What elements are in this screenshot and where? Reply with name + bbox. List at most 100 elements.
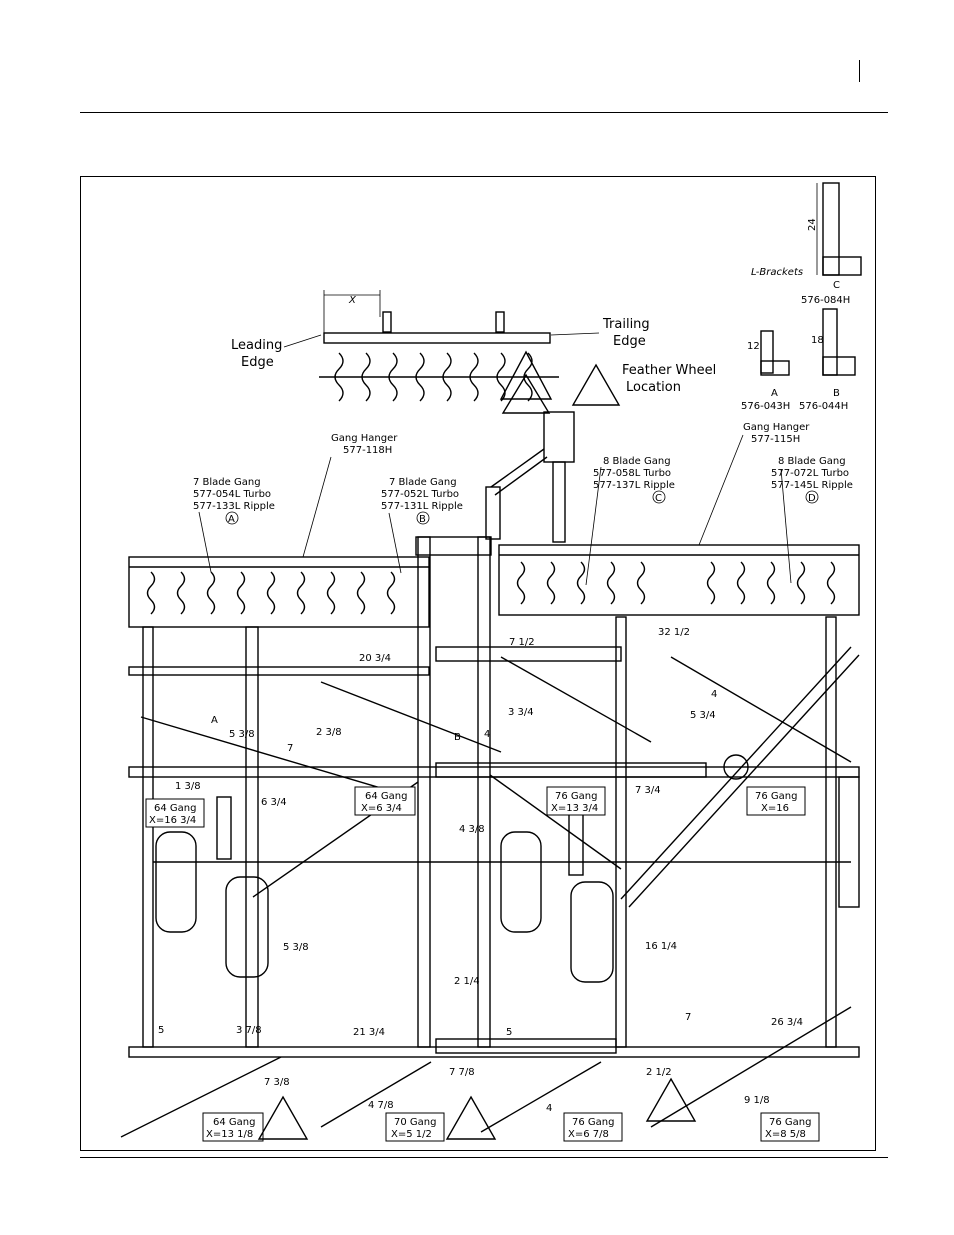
leading-edge-label-2: Edge xyxy=(241,355,274,370)
gang-d-label-2: 577-072L Turbo xyxy=(771,468,849,479)
svg-text:76 Gang: 76 Gang xyxy=(769,1117,811,1128)
gang-box-1: 64 Gang X=16 3/4 xyxy=(145,798,205,828)
dim-5: 5 3/4 xyxy=(690,710,716,721)
implement-diagram: X Leading Edge Trailing Edge Feather Whe… xyxy=(120,182,862,1142)
dim-1: 20 3/4 xyxy=(359,653,391,664)
gang-hanger-2-label: Gang Hanger xyxy=(743,422,810,433)
dim-22: 7 xyxy=(685,1012,691,1023)
dim-24: 7 3/8 xyxy=(264,1077,290,1088)
trailing-edge-label-2: Edge xyxy=(613,334,646,349)
dim-15: 5 3/8 xyxy=(283,942,309,953)
gang-b-label-1: 7 Blade Gang xyxy=(389,477,457,488)
letter-a: A xyxy=(211,715,218,726)
dim-7: 2 3/8 xyxy=(316,727,342,738)
svg-text:X=8 5/8: X=8 5/8 xyxy=(765,1129,806,1140)
gang-box-6: 70 Gang X=5 1/2 xyxy=(385,1112,445,1142)
gang-a-label-3: 577-133L Ripple xyxy=(193,501,275,512)
gang-c-label-2: 577-058L Turbo xyxy=(593,468,671,479)
svg-text:70 Gang: 70 Gang xyxy=(394,1117,436,1128)
gang-b-label-2: 577-052L Turbo xyxy=(381,489,459,500)
header-tick xyxy=(859,60,860,82)
bracket-a-dim: 12 xyxy=(747,341,760,352)
dim-21: 5 xyxy=(506,1027,512,1038)
feather-wheel-label-2: Location xyxy=(626,380,681,395)
gang-b-label-3: 577-131L Ripple xyxy=(381,501,463,512)
svg-text:64 Gang: 64 Gang xyxy=(213,1117,255,1128)
gang-a-label-2: 577-054L Turbo xyxy=(193,489,271,500)
gang-box-5: 64 Gang X=13 1/8 xyxy=(202,1112,264,1142)
diagram-frame: X Leading Edge Trailing Edge Feather Whe… xyxy=(80,176,876,1151)
dim-25: 2 1/2 xyxy=(646,1067,672,1078)
bracket-b-part: 576-044H xyxy=(799,401,848,412)
gang-box-8: 76 Gang X=8 5/8 xyxy=(760,1112,820,1142)
bracket-b-dim: 18 xyxy=(811,335,824,346)
svg-text:64 Gang: 64 Gang xyxy=(154,803,196,814)
gang-c-letter: C xyxy=(655,493,662,504)
feather-wheel-marker xyxy=(499,350,553,400)
leading-edge-label: Leading xyxy=(231,338,282,353)
gang-a-label-1: 7 Blade Gang xyxy=(193,477,261,488)
dim-6: 3 3/4 xyxy=(508,707,534,718)
feather-wheel-marker-1 xyxy=(257,1095,309,1140)
gang-hanger-1-part: 577-118H xyxy=(343,445,392,456)
gang-box-2: 64 Gang X=6 3/4 xyxy=(354,786,416,816)
trailing-edge-label: Trailing xyxy=(602,317,650,332)
x-dim-label: X xyxy=(348,295,357,306)
gang-box-3: 76 Gang X=13 3/4 xyxy=(546,786,606,816)
gang-d-label-3: 577-145L Ripple xyxy=(771,480,853,491)
svg-text:X=16: X=16 xyxy=(761,803,789,814)
feather-wheel-label: Feather Wheel xyxy=(622,363,716,378)
example-gang: X xyxy=(319,290,621,406)
feather-wheel-marker-4 xyxy=(501,373,551,414)
bracket-a-letter: A xyxy=(771,388,778,399)
gang-hanger-1-label: Gang Hanger xyxy=(331,433,398,444)
gang-d-letter: D xyxy=(808,493,816,504)
gang-box-7: 76 Gang X=6 7/8 xyxy=(563,1112,623,1142)
feather-wheel-marker-3 xyxy=(645,1077,697,1122)
dim-17: 2 1/4 xyxy=(454,976,480,987)
svg-text:76 Gang: 76 Gang xyxy=(555,791,597,802)
bracket-b-letter: B xyxy=(833,388,840,399)
gang-c-label-3: 577-137L Ripple xyxy=(593,480,675,491)
main-frame xyxy=(120,411,860,1138)
dim-14: 4 3/8 xyxy=(459,824,485,835)
gang-hanger-2-part: 577-115H xyxy=(751,434,800,445)
dim-12: 6 3/4 xyxy=(261,797,287,808)
letter-b: B xyxy=(454,732,461,743)
dim-9: 7 xyxy=(287,743,293,754)
dim-13: 7 3/4 xyxy=(635,785,661,796)
gang-box-4: 76 Gang X=16 xyxy=(746,786,806,816)
feather-wheel-legend-triangle xyxy=(571,363,621,406)
bracket-a-part: 576-043H xyxy=(741,401,790,412)
svg-text:76 Gang: 76 Gang xyxy=(755,791,797,802)
bracket-c-letter: C xyxy=(833,280,840,291)
dim-26: 9 1/8 xyxy=(744,1095,770,1106)
dim-3: 32 1/2 xyxy=(658,627,690,638)
svg-text:X=13 1/8: X=13 1/8 xyxy=(206,1129,253,1140)
svg-text:X=6 3/4: X=6 3/4 xyxy=(361,803,402,814)
bracket-c-part: 576-084H xyxy=(801,295,850,306)
dim-8: 5 3/8 xyxy=(229,729,255,740)
gang-c-label-1: 8 Blade Gang xyxy=(603,456,671,467)
dim-11: 1 3/8 xyxy=(175,781,201,792)
dim-29: 7 7/8 xyxy=(449,1067,475,1078)
l-brackets-label: L-Brackets xyxy=(751,267,803,278)
svg-text:64 Gang: 64 Gang xyxy=(365,791,407,802)
dim-20: 21 3/4 xyxy=(353,1027,385,1038)
l-brackets: 24 L-Brackets C 576-084H 12 A 576-043H 1… xyxy=(741,182,862,412)
dim-23: 26 3/4 xyxy=(771,1017,803,1028)
dim-18: 5 xyxy=(158,1025,164,1036)
dim-2: 7 1/2 xyxy=(509,637,535,648)
dim-4: 4 xyxy=(711,689,717,700)
gang-b-letter: B xyxy=(419,514,426,525)
bracket-c-dim: 24 xyxy=(807,218,818,231)
dimension-labels: 20 3/4 7 1/2 32 1/2 4 5 3/4 3 3/4 2 3/8 … xyxy=(158,627,803,1114)
svg-text:76 Gang: 76 Gang xyxy=(572,1117,614,1128)
svg-text:X=13 3/4: X=13 3/4 xyxy=(551,803,598,814)
dim-16: 16 1/4 xyxy=(645,941,677,952)
gang-d-label-1: 8 Blade Gang xyxy=(778,456,846,467)
feather-wheel-marker-2 xyxy=(445,1095,497,1140)
header-rule xyxy=(80,112,888,113)
dim-27: 4 xyxy=(546,1103,552,1114)
svg-text:X=5 1/2: X=5 1/2 xyxy=(391,1129,432,1140)
